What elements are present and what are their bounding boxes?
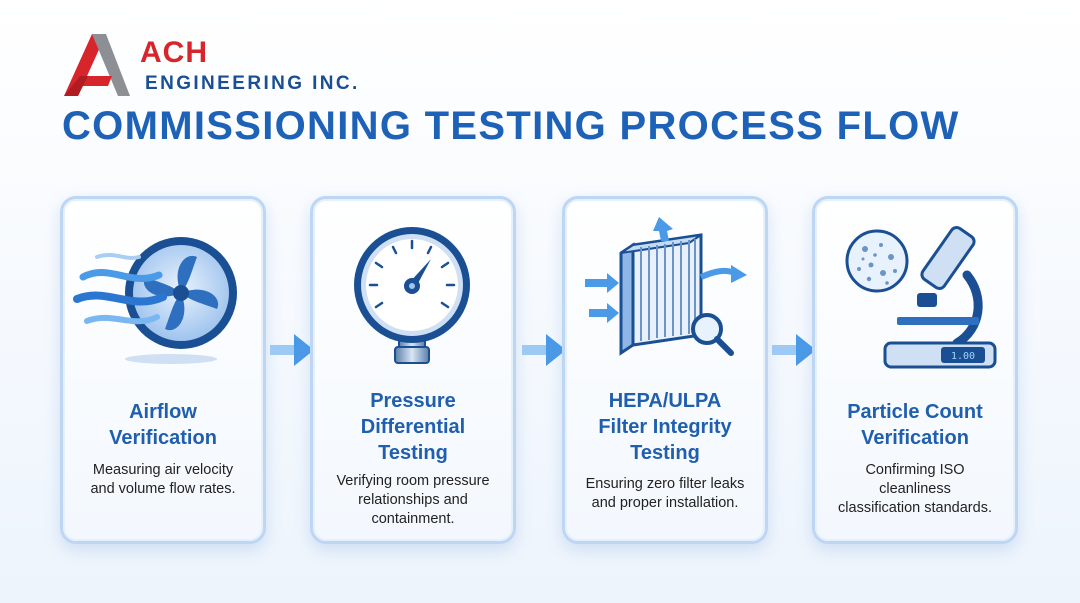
step-title: Particle Count Verification bbox=[847, 401, 983, 449]
pressure-gauge-icon bbox=[354, 227, 470, 364]
step-description: Ensuring zero filter leaks and proper in… bbox=[585, 476, 745, 511]
flow-arrow-icon bbox=[270, 334, 314, 366]
step-title: HEPA/ULPA Filter Integrity Testing bbox=[598, 390, 732, 464]
flow-arrow-icon bbox=[522, 334, 566, 366]
svg-text:1.00: 1.00 bbox=[951, 351, 975, 362]
hepa-filter-icon bbox=[585, 217, 747, 356]
step-card-hepa-filter: HEPA/ULPA Filter Integrity Testing Ensur… bbox=[562, 196, 768, 544]
logo-subtitle-text: ENGINEERING INC. bbox=[145, 73, 360, 94]
page-title: COMMISSIONING TESTING PROCESS FLOW bbox=[62, 104, 960, 148]
step-description: Verifying room pressure relationships an… bbox=[336, 473, 490, 527]
step-card-airflow: Airflow Verification Measuring air veloc… bbox=[60, 196, 266, 544]
step-card-pressure: Pressure Differential Testing Verifying … bbox=[310, 196, 516, 544]
company-logo: ACH ENGINEERING INC. bbox=[62, 28, 402, 100]
flow-arrow-icon bbox=[772, 334, 816, 366]
step-title: Airflow Verification bbox=[109, 401, 217, 449]
ach-logo-mark-icon bbox=[64, 34, 130, 96]
step-description: Confirming ISO cleanliness classificatio… bbox=[838, 462, 992, 516]
logo-brand-text: ACH bbox=[140, 36, 208, 69]
microscope-icon: 1.00 bbox=[845, 226, 997, 369]
step-title: Pressure Differential Testing bbox=[360, 390, 466, 464]
step-card-particle-count: 1.00 Particle Count Verification Confirm… bbox=[812, 196, 1018, 544]
fan-airflow-icon bbox=[73, 237, 237, 364]
step-description: Measuring air velocity and volume flow r… bbox=[90, 462, 236, 497]
